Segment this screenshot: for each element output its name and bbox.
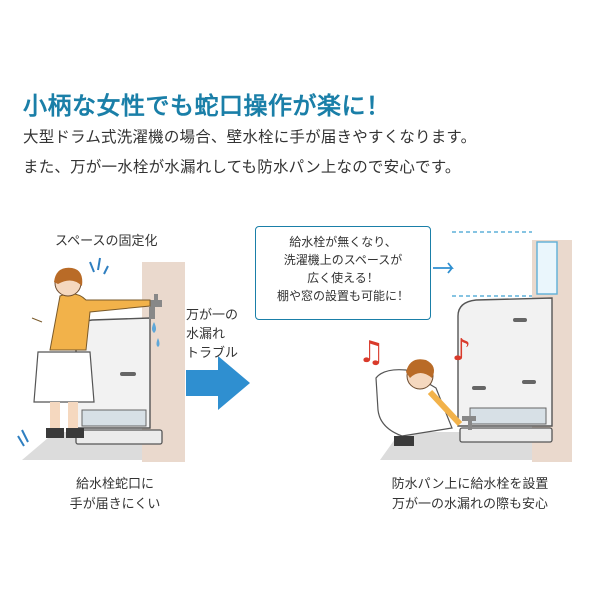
right-faucet-icon <box>462 416 476 430</box>
left-caption: 給水栓蛇口に 手が届きにくい <box>40 475 190 515</box>
trouble-line: 万が一の <box>186 308 239 323</box>
music-note-icon: ♪ <box>452 333 471 368</box>
left-woman <box>31 267 151 438</box>
transition-arrow-icon <box>186 356 250 410</box>
bubble-line: 広く使える！ <box>307 271 379 285</box>
trouble-label: 万が一の 水漏れ トラブル <box>186 306 238 363</box>
tired-marks-icon <box>89 257 109 275</box>
right-waterproof-pan <box>459 427 553 443</box>
bubble-line: 洗濯機上のスペースが <box>283 253 403 267</box>
bubble-line: 給水栓が無くなり、 <box>289 235 397 249</box>
left-caption-line: 給水栓蛇口に <box>75 477 154 492</box>
bubble-line: 棚や窓の設置も可能に！ <box>276 289 409 303</box>
trouble-line: 水漏れ <box>186 327 226 342</box>
right-window <box>536 241 558 295</box>
lead-line-2: また、万が一水栓が水漏れしても防水パン上なので安心です。 <box>23 158 461 176</box>
right-caption-line: 防水パン上に給水栓を設置 <box>391 477 549 492</box>
right-woman <box>375 359 463 446</box>
music-note-icon: ♫ <box>358 335 385 370</box>
water-drop-icon <box>156 338 160 347</box>
trouble-line: トラブル <box>186 346 239 361</box>
tiptoe-marks-icon <box>17 429 29 447</box>
page-title: 小柄な女性でも蛇口操作が楽に！ <box>23 92 391 120</box>
left-waterproof-pan <box>75 429 163 445</box>
left-faucet-icon <box>149 294 162 319</box>
right-scene: ♫ ♪ <box>358 231 572 462</box>
info-bubble: 給水栓が無くなり、 洗濯機上のスペースが 広く使える！ 棚や窓の設置も可能に！ <box>255 226 431 320</box>
lead-line-1: 大型ドラム式洗濯機の場合、壁水栓に手が届きやすくなります。 <box>23 128 477 146</box>
right-washer <box>457 297 553 427</box>
left-scene <box>17 257 185 462</box>
left-caption-line: 手が届きにくい <box>69 497 161 512</box>
right-caption-line: 万が一の水漏れの際も安心 <box>391 497 548 512</box>
water-drop-icon <box>152 322 156 333</box>
right-caption: 防水パン上に給水栓を設置 万が一の水漏れの際も安心 <box>355 475 585 515</box>
pointer-arrow-icon <box>433 262 454 274</box>
left-note-label: スペースの固定化 <box>55 234 158 249</box>
